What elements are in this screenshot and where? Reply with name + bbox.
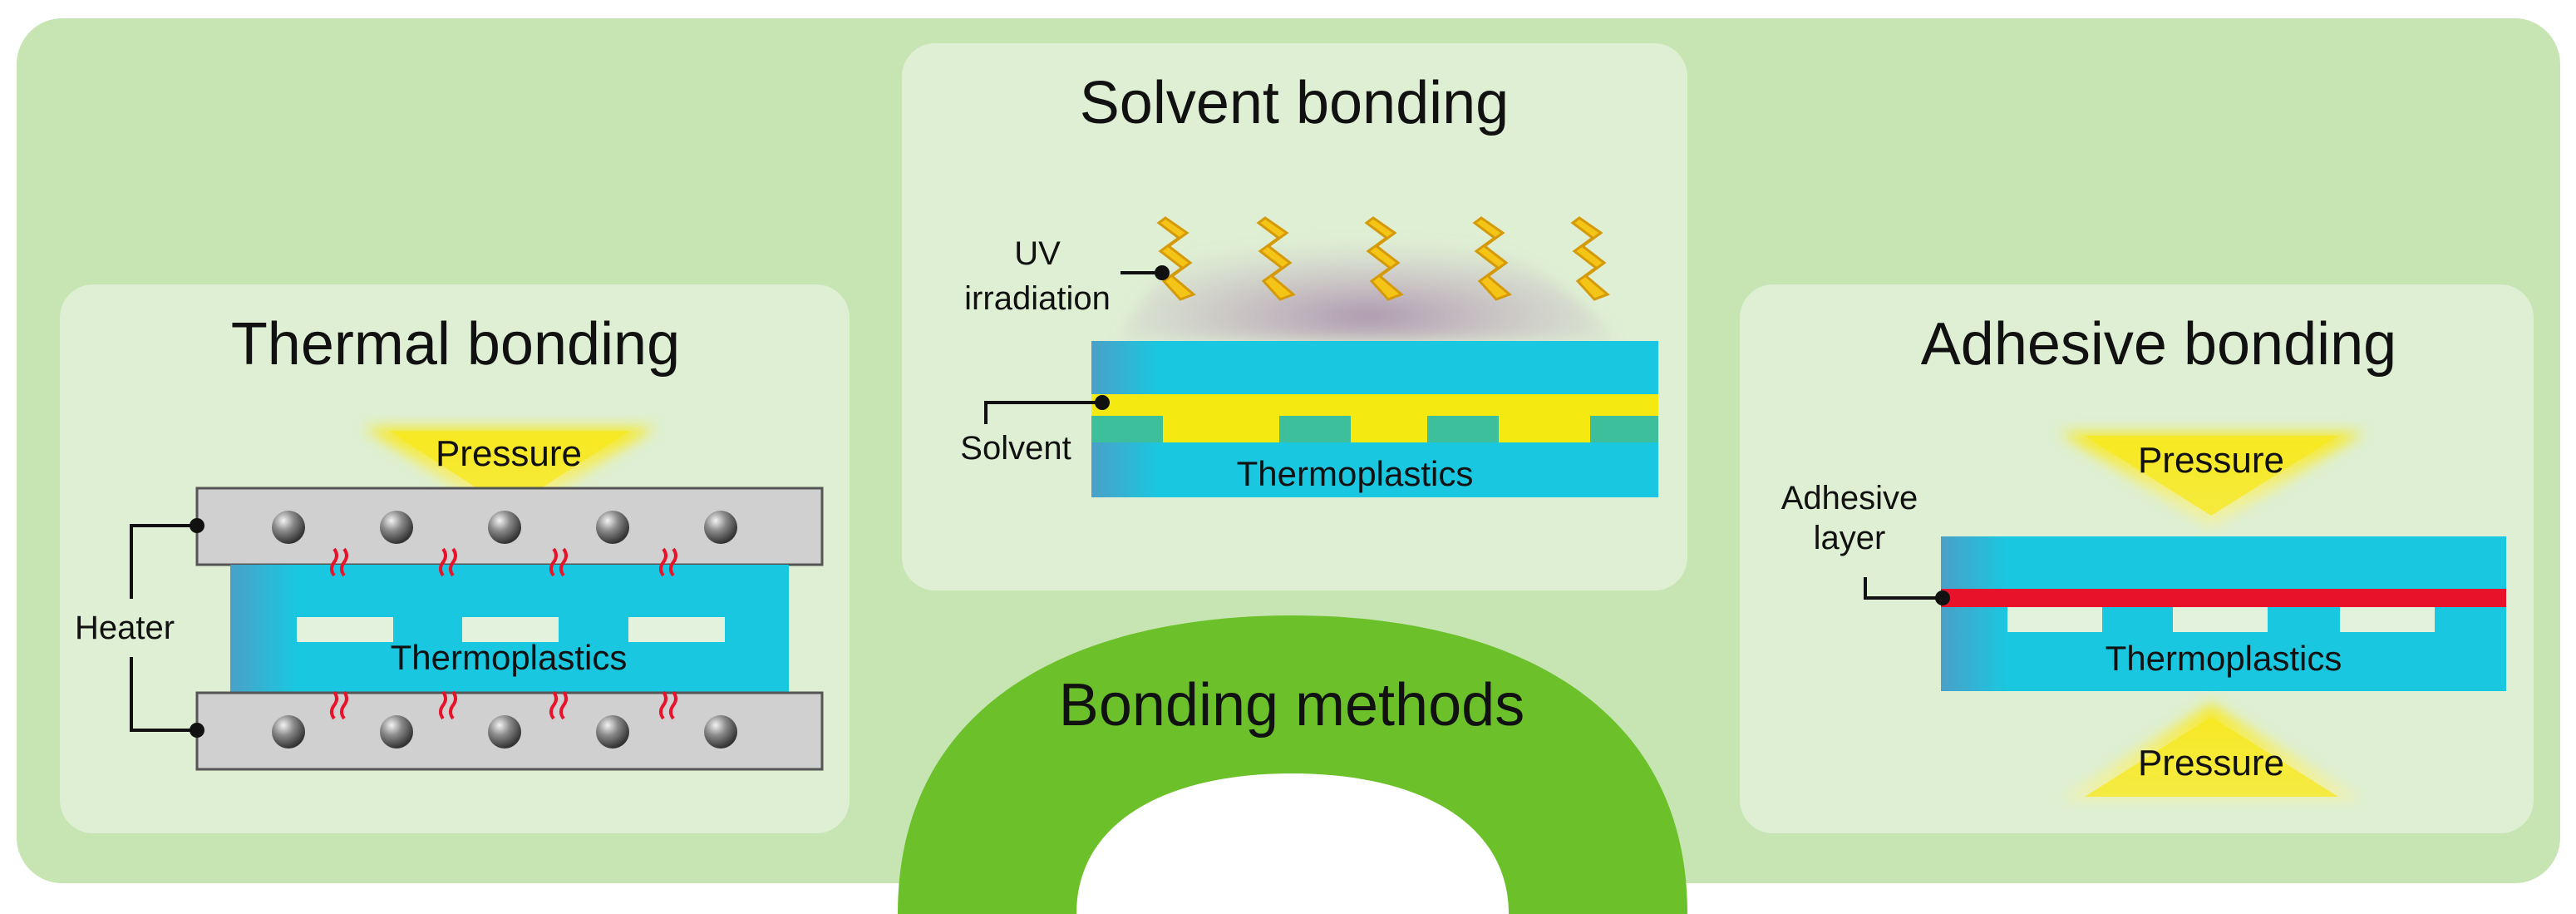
adhesive-material-label: Thermoplastics	[2106, 639, 2342, 678]
heater-element	[488, 715, 521, 748]
heater-element	[488, 511, 521, 544]
solvent-thermoplastic-bottom	[1091, 442, 1658, 497]
solvent-bonding-panel: Solvent bonding Thermoplastics	[902, 43, 1687, 590]
heater-element	[704, 511, 737, 544]
heater-label: Heater	[75, 610, 175, 646]
uv-glow	[1118, 214, 1617, 341]
solvent-channel	[1279, 416, 1351, 442]
heater-element	[380, 511, 413, 544]
callout-dot	[190, 723, 204, 738]
solvent-channel	[1590, 416, 1658, 442]
solvent-title: Solvent bonding	[1080, 70, 1509, 136]
heat-wave-icon	[330, 690, 677, 720]
heater-element	[380, 715, 413, 748]
callout-dot	[190, 518, 204, 533]
solvent-channel	[1091, 416, 1163, 442]
adhesive-pressure-top-label: Pressure	[2138, 440, 2284, 481]
uv-bolt-icon	[1570, 216, 1610, 301]
solvent-material-label: Thermoplastics	[1237, 454, 1474, 493]
callout-dot	[1935, 590, 1950, 605]
adhesive-title: Adhesive bonding	[1921, 311, 2396, 378]
adhesive-channel	[2340, 607, 2435, 632]
solvent-layer	[1091, 394, 1658, 419]
heater-element	[596, 511, 629, 544]
center-arch: Bonding methods	[898, 615, 1687, 914]
solvent-label: Solvent	[960, 430, 1071, 467]
thermal-channel	[462, 617, 559, 642]
thermal-pressure-label: Pressure	[436, 433, 582, 474]
heater-element	[704, 715, 737, 748]
thermal-material-label: Thermoplastics	[391, 638, 628, 677]
heater-element	[272, 715, 305, 748]
thermal-channel	[297, 617, 393, 642]
uv-bolt-icon	[1256, 216, 1296, 301]
adhesive-layer	[1941, 589, 2506, 607]
uv-bolt-icon	[1156, 216, 1196, 301]
solvent-callout-line	[984, 401, 1102, 424]
heater-callout-line	[130, 524, 197, 732]
heater-element	[596, 715, 629, 748]
adhesive-channel	[2007, 607, 2102, 632]
callout-dot	[1155, 265, 1170, 280]
thermal-channel	[628, 617, 725, 642]
thermal-title: Thermal bonding	[231, 311, 680, 378]
adhesive-bonding-panel: Adhesive bonding Pressure Thermoplastics…	[1740, 284, 2534, 833]
uv-label-line2: irradiation	[964, 280, 1111, 317]
solvent-thermoplastic-top	[1091, 341, 1658, 398]
adhesive-layer-label-line1: Adhesive	[1781, 480, 1918, 516]
center-title: Bonding methods	[1059, 672, 1524, 739]
thermal-bonding-panel: Thermal bonding Pressure Thermoplastics	[60, 284, 850, 833]
uv-bolt-icon	[1472, 216, 1512, 301]
callout-dot	[1095, 395, 1110, 410]
uv-label-line1: UV	[1014, 235, 1061, 272]
heat-wave-icon	[330, 547, 677, 577]
adhesive-channel	[2173, 607, 2268, 632]
adhesive-pressure-bottom-label: Pressure	[2138, 743, 2284, 783]
solvent-channel	[1427, 416, 1499, 442]
heater-element	[272, 511, 305, 544]
adhesive-layer-label-line2: layer	[1814, 520, 1886, 556]
adhesive-callout-line	[1864, 577, 1941, 600]
uv-bolt-icon	[1364, 216, 1404, 301]
